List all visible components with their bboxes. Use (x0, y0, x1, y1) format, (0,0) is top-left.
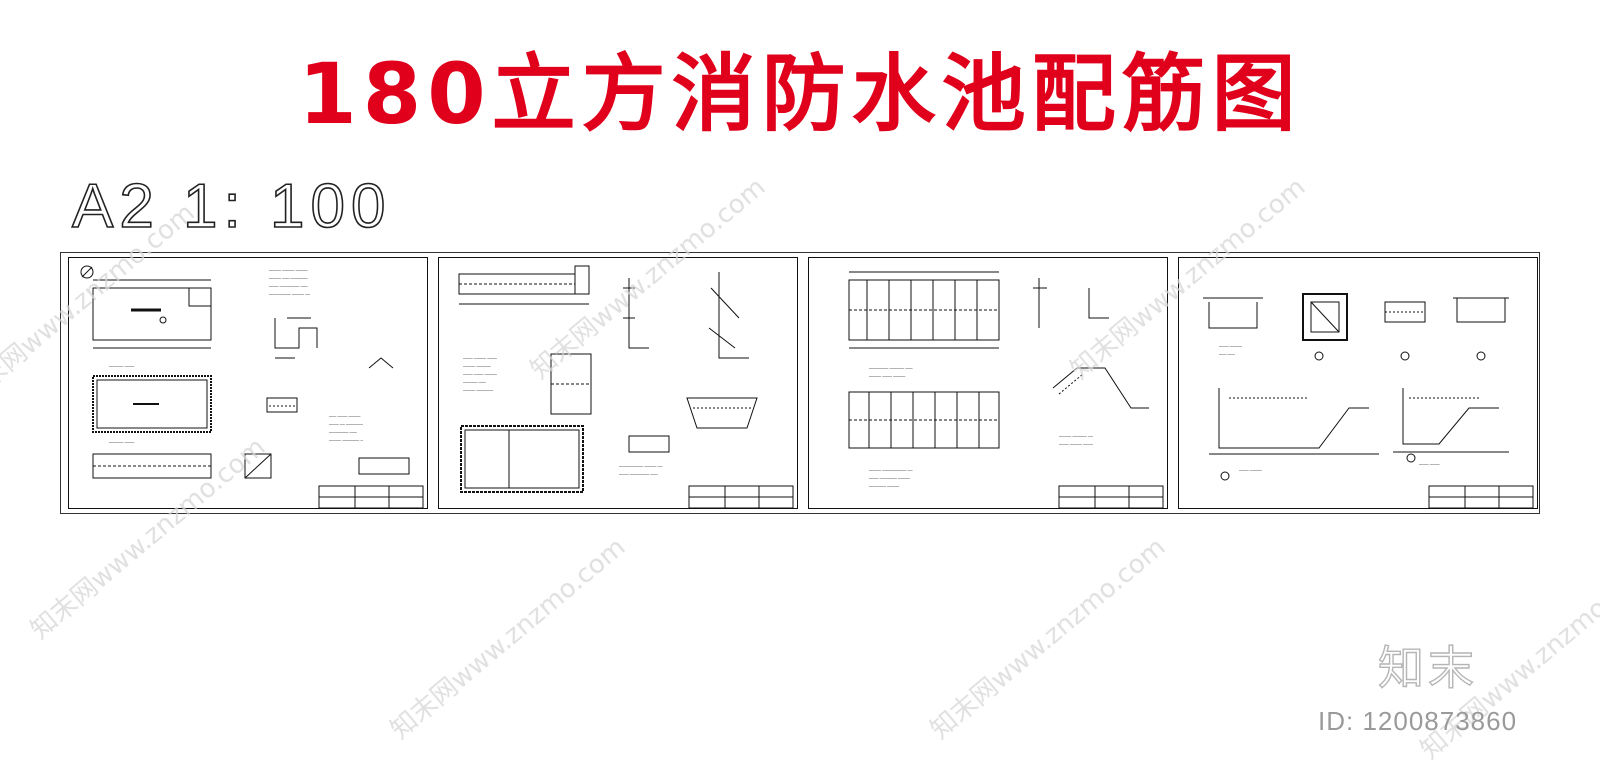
svg-text:──── ──────── ───: ──── ──────── ─── (618, 472, 658, 477)
svg-text:───── ───────: ───── ─────── (462, 388, 494, 393)
svg-text:──── ─────: ──── ───── (1238, 468, 1263, 473)
svg-text:────── ────: ────── ──── (108, 364, 135, 369)
drawing-sheet-4: ──── ───── ─── ─── ──── ───── ──── ──── (1178, 257, 1538, 509)
sheet-1-drawing: ───── ───── ───── ───── ─── ─────── ────… (80, 265, 424, 509)
svg-text:───── ─────── ─: ───── ─────── ─ (328, 438, 363, 443)
svg-text:─── ───: ─── ─── (1218, 352, 1235, 357)
svg-text:──── ─────── ─────: ──── ─────── ───── (868, 476, 911, 481)
svg-text:────── ───: ────── ─── (462, 380, 487, 385)
drawing-frame (60, 252, 1540, 514)
svg-text:───── ──── ─────: ───── ──── ───── (868, 374, 906, 379)
svg-text:─── ──── ─────: ─── ──── ───── (328, 414, 361, 419)
svg-text:──── ────: ──── ──── (1418, 462, 1440, 467)
svg-text:──── ──── ─────: ──── ──── ───── (462, 372, 497, 377)
sheet-4-drawing: ──── ───── ─── ─── ──── ───── ──── ──── (1203, 293, 1534, 509)
svg-text:──── ── ───────: ──── ── ─────── (328, 422, 363, 427)
svg-text:──── ───── ────: ──── ───── ──── (462, 356, 497, 361)
sheet-3-drawing: ──────── ────── ─── ───── ──── ───── ───… (848, 271, 1164, 509)
watermark-text-3: 知末网www.znzmo.com (385, 532, 631, 745)
image-id-label: ID: 1200873860 (1318, 706, 1518, 736)
watermark-text-5: 知末网www.znzmo.com (925, 532, 1171, 745)
svg-text:───── ──────: ───── ────── (462, 364, 491, 369)
page-title: 180立方消防水池配筋图 (298, 45, 1302, 143)
svg-text:───── ───── ─────: ───── ───── ───── (268, 268, 308, 273)
svg-text:─────── ─────: ─────── ───── (868, 484, 900, 489)
svg-text:───────── ───── ──: ───────── ───── ── (268, 292, 311, 297)
svg-text:────── ────: ────── ──── (108, 440, 135, 445)
svg-text:───── ────── ──: ───── ────── ── (1058, 434, 1093, 439)
logo-watermark: 知末 (1377, 640, 1478, 695)
drawing-sheet-1: ───── ───── ───── ───── ─── ─────── ────… (68, 257, 428, 509)
svg-text:────────── ───── ──: ────────── ───── ── (618, 464, 663, 469)
svg-text:──────── ───: ──────── ─── (328, 430, 357, 435)
svg-text:──── ──────── ───: ──── ──────── ─── (268, 284, 308, 289)
drawing-sheet-2: ──── ───── ──── ───── ────── ──── ──── ─… (438, 257, 798, 509)
svg-text:───── ─── ───────: ───── ─── ─────── (268, 276, 308, 281)
svg-text:──────── ────── ───: ──────── ────── ─── (868, 366, 913, 371)
svg-text:──── ─────: ──── ───── (1218, 344, 1243, 349)
svg-text:───── ────────── ──: ───── ────────── ── (868, 468, 913, 473)
svg-text:──── ───── ────: ──── ───── ──── (1058, 442, 1093, 447)
sheet-2-drawing: ──── ───── ──── ───── ────── ──── ──── ─… (458, 265, 794, 509)
drawing-sheet-3: ──────── ────── ─── ───── ──── ───── ───… (808, 257, 1168, 509)
scale-note: A2 1: 100 (71, 172, 392, 241)
